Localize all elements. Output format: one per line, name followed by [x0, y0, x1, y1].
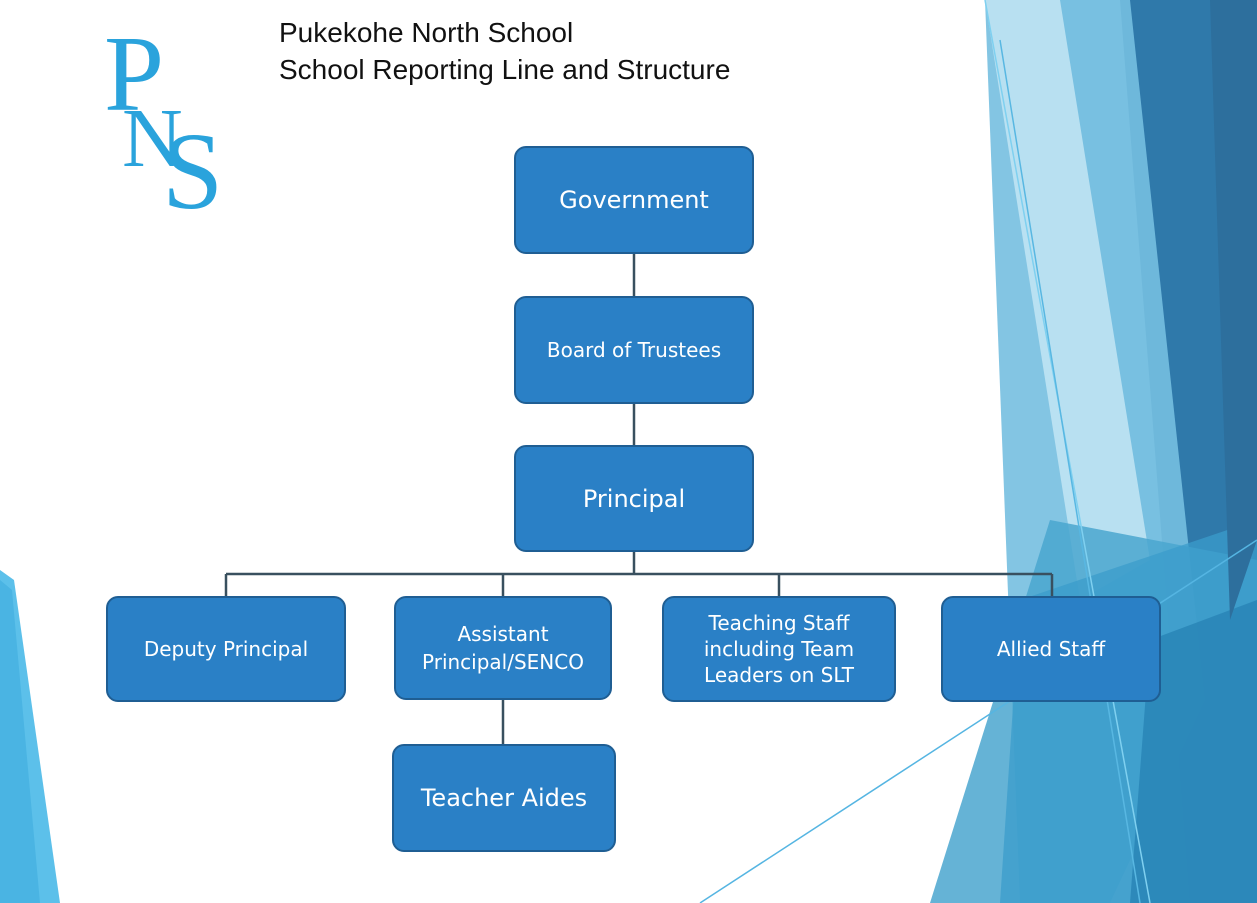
node-teacher-aides: Teacher Aides [392, 744, 616, 852]
node-deputy-label: Deputy Principal [143, 637, 309, 661]
node-teaching-staff: Teaching Staff including Team Leaders on… [662, 596, 896, 702]
node-deputy-principal: Deputy Principal [106, 596, 346, 702]
chart-subtitle: School Reporting Line and Structure [279, 54, 731, 85]
pns-logo-icon: P N S [104, 18, 223, 213]
node-allied-label: Allied Staff [996, 637, 1106, 661]
node-government-label: Government [559, 186, 709, 214]
node-principal: Principal [514, 445, 754, 552]
node-teaching-label: Teaching Staff including Team Leaders on… [703, 611, 855, 687]
node-board-label: Board of Trustees [546, 338, 722, 362]
slide-title: Pukekohe North School School Reporting L… [279, 14, 730, 88]
school-name: Pukekohe North School [279, 17, 574, 48]
school-logo: P N S [104, 18, 234, 213]
node-government: Government [514, 146, 754, 254]
svg-text:N: N [122, 92, 183, 185]
svg-text:S: S [162, 110, 223, 213]
node-allied-staff: Allied Staff [941, 596, 1161, 702]
node-assistant-principal: Assistant Principal/SENCO [394, 596, 612, 700]
node-aides-label: Teacher Aides [420, 784, 588, 812]
node-assistant-label: Assistant Principal/SENCO [422, 622, 584, 674]
node-board-of-trustees: Board of Trustees [514, 296, 754, 404]
node-principal-label: Principal [582, 484, 686, 513]
svg-text:P: P [104, 18, 164, 134]
